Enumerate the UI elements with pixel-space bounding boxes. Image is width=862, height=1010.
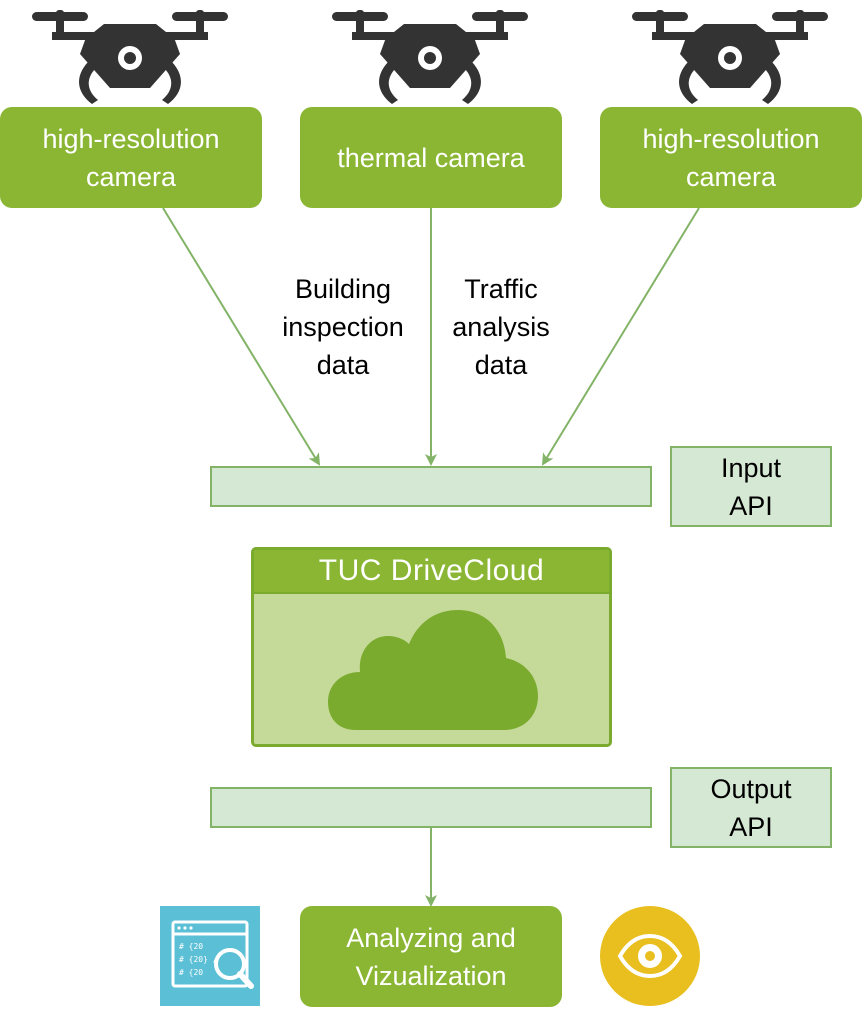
- source-box-high-resolution-camera-left: high-resolution camera: [0, 107, 262, 208]
- drone-icon: [632, 10, 828, 104]
- code-line: # {20} /: [179, 955, 218, 964]
- cloud-icon: [328, 610, 538, 730]
- edge-label-traffic-analysis: Traffic analysis data: [452, 274, 550, 380]
- drone-icon: [32, 10, 228, 104]
- code-search-icon: # {20 # {20} / # {20: [160, 906, 260, 1006]
- arrow-right-camera-to-input-api: [541, 207, 700, 466]
- analysis-box: Analyzing and Vizualization: [300, 906, 562, 1007]
- source-box-thermal-camera: thermal camera: [300, 107, 562, 208]
- drivecloud-panel: TUC DriveCloud: [251, 547, 612, 747]
- output-api-label: Output API: [670, 767, 832, 848]
- code-line: # {20: [179, 968, 203, 977]
- input-api-bar: [210, 466, 652, 507]
- edge-label-building-inspection: Building inspection data: [282, 274, 404, 380]
- drone-icon: [332, 10, 528, 104]
- input-api-label: Input API: [670, 446, 832, 527]
- source-box-high-resolution-camera-right: high-resolution camera: [600, 107, 862, 208]
- arrow-left-camera-to-input-api: [162, 207, 321, 466]
- output-api-bar: [210, 787, 652, 828]
- eye-icon: [600, 906, 700, 1006]
- code-line: # {20: [179, 942, 203, 951]
- drivecloud-title: TUC DriveCloud: [254, 550, 609, 594]
